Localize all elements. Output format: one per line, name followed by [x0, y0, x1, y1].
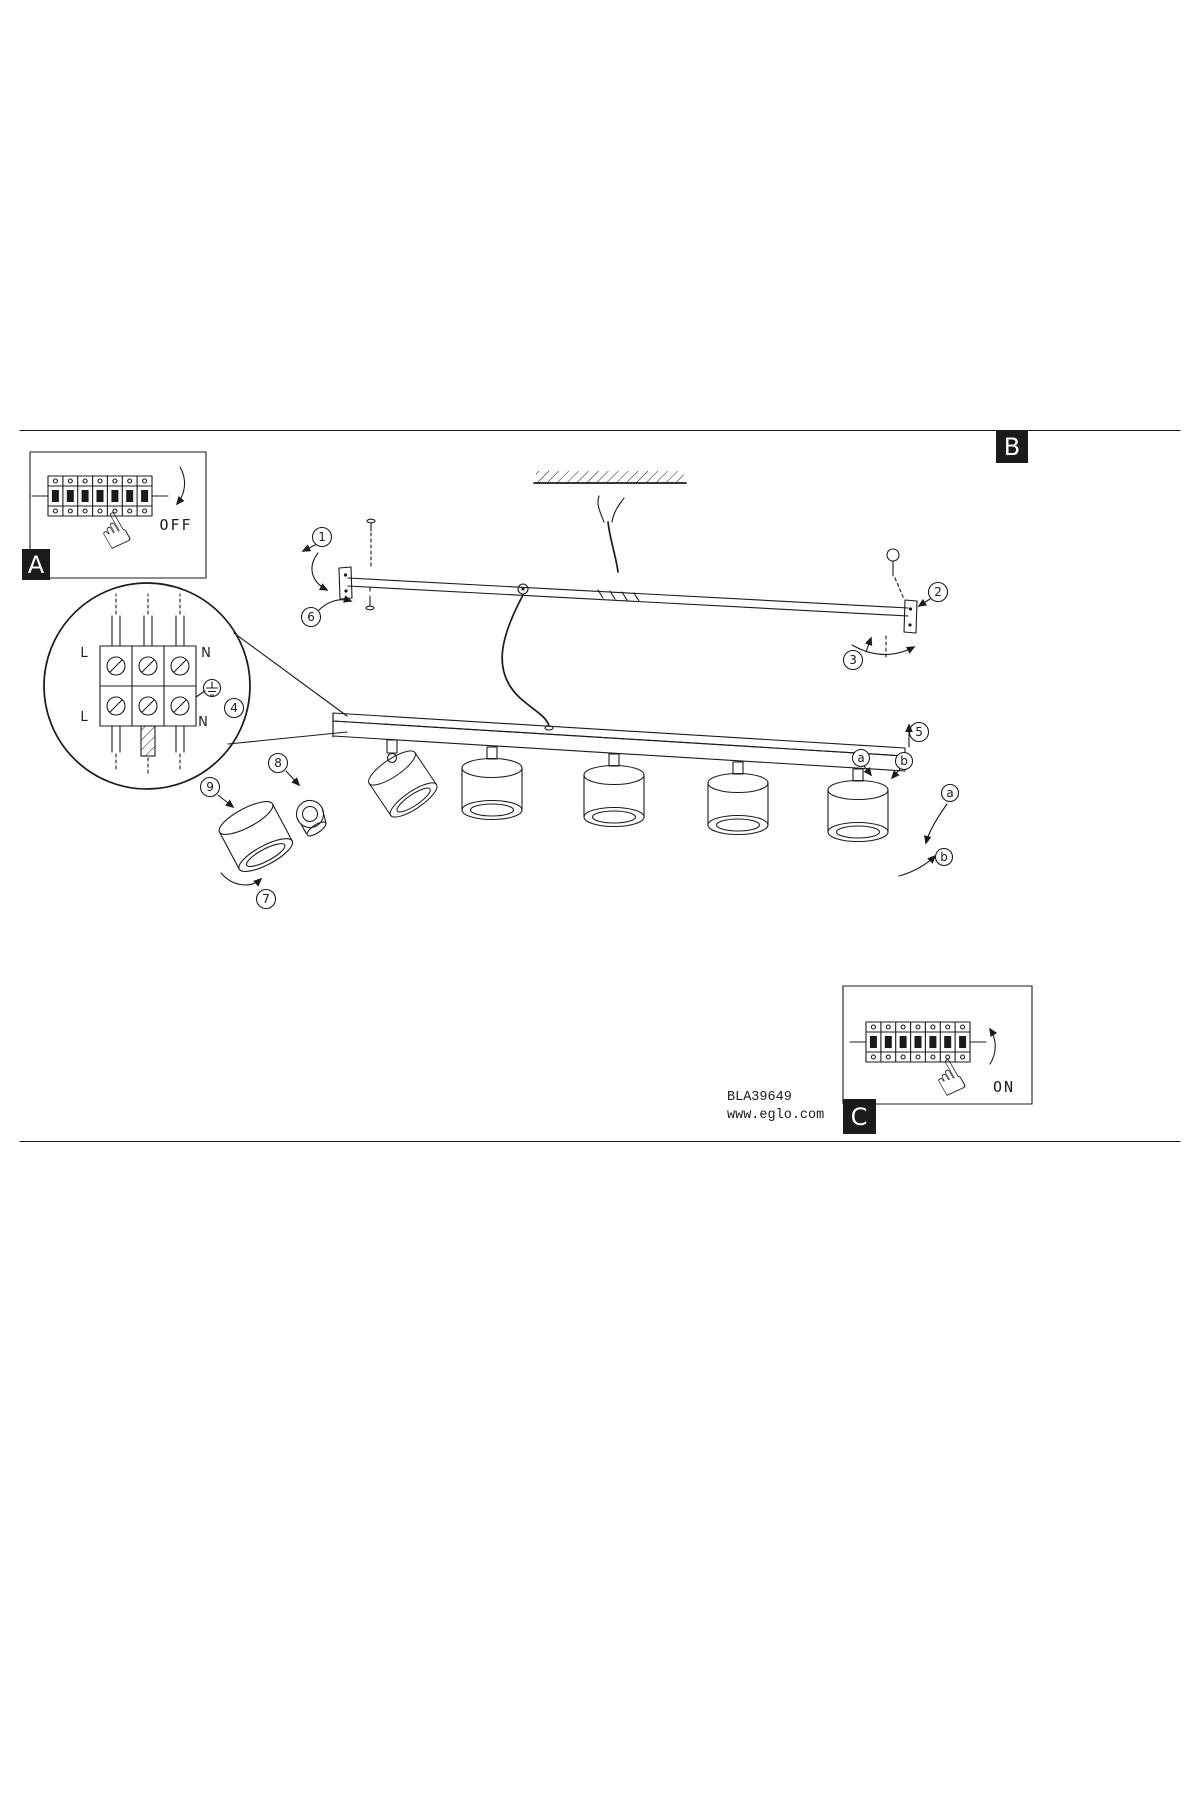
terminal-label-l-top: L	[80, 646, 88, 661]
terminal-label-l-bottom: L	[80, 710, 88, 725]
svg-text:5: 5	[915, 725, 923, 739]
mounting-bar	[338, 518, 918, 727]
ceiling-symbol	[533, 471, 687, 484]
step-marker-9: 9	[199, 776, 221, 798]
section-label-b: B	[996, 431, 1028, 463]
on-label: ON	[993, 1078, 1015, 1096]
spot-head-1	[363, 744, 442, 824]
screw-left-top	[366, 518, 376, 567]
detail-circle	[43, 582, 251, 790]
arrow-step6-icon	[318, 595, 353, 611]
clamp-teeth	[597, 589, 640, 602]
terminal-label-n-bottom: N	[198, 715, 208, 730]
svg-text:9: 9	[206, 780, 214, 794]
pivot-marker-a-side: a	[940, 783, 960, 803]
arrow-step8-icon	[285, 770, 301, 787]
spot-head-4	[707, 772, 769, 836]
section-c-letter: C	[851, 1103, 868, 1131]
svg-text:6: 6	[307, 610, 315, 624]
section-label-c	[843, 1099, 876, 1134]
step-marker-8: 8	[267, 752, 289, 774]
spot-head-2	[461, 757, 523, 821]
circuit-breaker-panel-icon-2	[849, 1021, 987, 1063]
pointing-hand-icon-2: ☝	[923, 1048, 974, 1109]
svg-text:a: a	[946, 786, 953, 800]
loose-shade	[214, 794, 298, 879]
screw-left-bottom	[365, 587, 375, 611]
svg-text:7: 7	[262, 892, 270, 906]
wiring-detail-callout: L N L N 4	[43, 582, 348, 790]
svg-text:b: b	[940, 850, 948, 864]
hook-screw-right	[886, 548, 905, 600]
arrow-pivot-a-icon	[863, 765, 873, 777]
arrow-step9-icon	[217, 794, 235, 809]
step-marker-1: 1	[311, 526, 333, 548]
website: www.eglo.com	[727, 1108, 824, 1123]
svg-text:2: 2	[934, 585, 942, 599]
off-direction-arrow-icon	[175, 466, 186, 506]
rotation-arc-b-icon	[898, 854, 937, 877]
section-label-a	[22, 549, 50, 580]
step-marker-5: 5	[908, 721, 930, 743]
earth-symbol-icon	[195, 678, 222, 698]
section-a-letter: A	[28, 551, 45, 579]
connecting-wire	[501, 594, 550, 727]
cable-clamp	[517, 583, 529, 595]
inset-power-off: ☝ OFF A	[22, 451, 207, 580]
spot-head-5	[827, 779, 889, 843]
off-label: OFF	[159, 516, 192, 534]
svg-text:b: b	[900, 754, 908, 768]
pivot-marker-b-top: b	[894, 751, 914, 771]
mains-cable	[597, 495, 625, 573]
svg-text:8: 8	[274, 756, 282, 770]
svg-text:1: 1	[318, 530, 326, 544]
svg-text:a: a	[857, 751, 864, 765]
terminal-wires-top	[111, 593, 185, 647]
rotate-arrow-step7-icon	[220, 872, 263, 887]
page-frame	[19, 429, 1181, 1143]
earth-wire	[140, 725, 156, 757]
inset-c-frame	[842, 985, 1033, 1105]
arrow-step1-curve-icon	[311, 552, 329, 591]
terminal-label-n-top: N	[201, 646, 211, 661]
step-marker-7: 7	[255, 888, 277, 910]
step-marker-4: 4	[223, 697, 245, 719]
arrow-step2-icon	[917, 598, 931, 607]
arrow-step3-icon	[864, 636, 873, 653]
product-code: BLA39649	[727, 1090, 792, 1105]
swing-arc-right-icon	[851, 644, 916, 656]
rotation-arc-a-icon	[924, 803, 948, 845]
arrow-pivot-b-icon	[890, 768, 901, 780]
terminal-wires-bottom	[111, 725, 185, 775]
footer: BLA39649 www.eglo.com	[727, 1090, 824, 1123]
step-marker-3: 3	[842, 649, 864, 671]
cable-entry-hole	[544, 725, 554, 731]
mounting-plate-right	[903, 599, 918, 634]
pivot-marker-b-side: b	[934, 847, 954, 867]
pivot-marker-a-top: a	[851, 748, 871, 768]
terminal-block	[99, 645, 197, 727]
step-marker-2: 2	[927, 581, 949, 603]
on-direction-arrow-icon	[989, 1027, 998, 1065]
inset-power-on: ☝ ON C	[842, 985, 1033, 1134]
gu10-bulb	[295, 799, 327, 837]
arrow-step1-icon	[301, 544, 316, 552]
svg-text:3: 3	[849, 653, 857, 667]
mounting-plate-left	[338, 566, 353, 600]
step-marker-6: 6	[300, 606, 322, 628]
fixture-bar	[332, 712, 906, 843]
svg-text:4: 4	[230, 701, 238, 715]
section-b-letter: B	[1004, 433, 1020, 461]
spot-stems	[386, 739, 864, 782]
spot-head-3	[583, 764, 645, 828]
inset-a-frame	[29, 451, 207, 579]
